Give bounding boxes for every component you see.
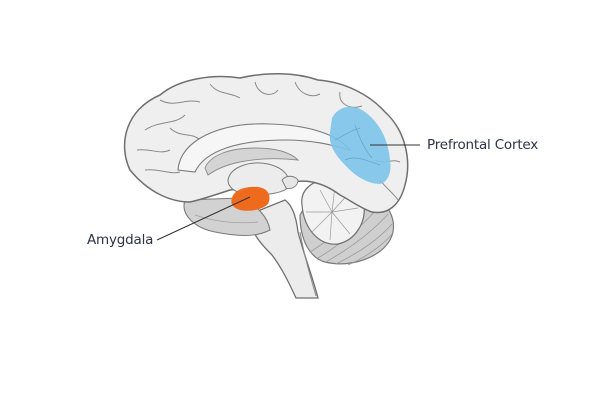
amygdala-label: Amygdala <box>87 232 154 248</box>
prefrontal-cortex-highlight <box>329 106 391 184</box>
prefrontal-cortex-label: Prefrontal Cortex <box>427 137 539 153</box>
amygdala-leader-line <box>156 196 251 241</box>
cerebrum <box>123 72 409 214</box>
amygdala-highlight <box>231 186 270 211</box>
